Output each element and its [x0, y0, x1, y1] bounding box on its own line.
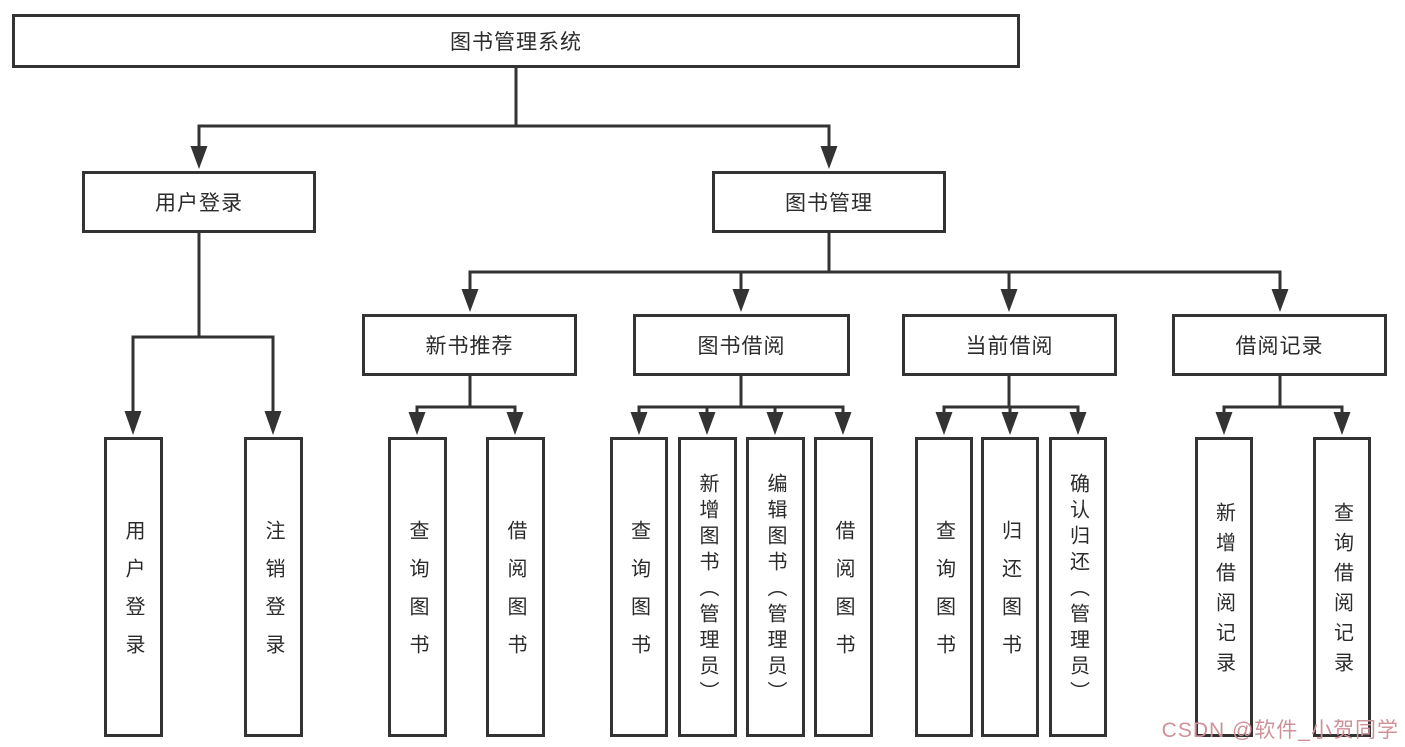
node-current-borrowing-label: 当前借阅 [965, 335, 1054, 358]
leaf-nbr-query-books: 查询图书 [388, 437, 447, 737]
connector-newbookrec-to-leaves [408, 376, 524, 435]
node-book-borrowing-label: 图书借阅 [697, 335, 786, 358]
leaf-nbr-borrow-books: 借阅图书 [486, 437, 545, 737]
node-borrowing-records: 借阅记录 [1172, 314, 1387, 376]
leaf-cb-return-books-label: 归还图书 [998, 520, 1021, 672]
leaf-cb-query-books: 查询图书 [915, 437, 973, 737]
leaf-bb-add-books-admin-label: 新增图书（管理员） [696, 473, 718, 707]
leaf-logout-label: 注销登录 [262, 520, 284, 672]
connector-bookmgmt-to-level2 [461, 233, 1289, 312]
node-user-login-group-label: 用户登录 [155, 192, 243, 215]
leaf-cb-confirm-return-admin: 确认归还（管理员） [1049, 437, 1107, 737]
leaf-cb-return-books: 归还图书 [981, 437, 1039, 737]
node-book-management-group: 图书管理 [712, 171, 946, 233]
node-new-book-recommendation: 新书推荐 [362, 314, 577, 376]
node-root-system: 图书管理系统 [12, 14, 1020, 68]
node-borrowing-records-label: 借阅记录 [1235, 335, 1324, 358]
leaf-br-query-record-label: 查询借阅记录 [1330, 502, 1353, 682]
connector-bookborrow-to-leaves [630, 376, 852, 435]
leaf-bb-add-books-admin: 新增图书（管理员） [678, 437, 737, 737]
leaf-bb-borrow-books-label: 借阅图书 [832, 520, 854, 672]
leaf-nbr-borrow-books-label: 借阅图书 [504, 520, 526, 672]
connector-userlogin-to-leaves [124, 233, 282, 435]
leaf-user-login: 用户登录 [104, 437, 163, 737]
node-book-borrowing: 图书借阅 [633, 314, 850, 376]
connector-currentborrow-to-leaves [935, 376, 1087, 435]
leaf-br-add-record: 新增借阅记录 [1195, 437, 1253, 737]
node-current-borrowing: 当前借阅 [902, 314, 1117, 376]
leaf-logout: 注销登录 [244, 437, 303, 737]
node-book-management-group-label: 图书管理 [785, 192, 873, 215]
leaf-br-query-record: 查询借阅记录 [1313, 437, 1371, 737]
connector-root-to-level1 [190, 68, 838, 169]
node-root-system-label: 图书管理系统 [450, 31, 582, 54]
leaf-bb-query-books: 查询图书 [610, 437, 668, 737]
leaf-br-add-record-label: 新增借阅记录 [1212, 502, 1235, 682]
leaf-cb-confirm-return-admin-label: 确认归还（管理员） [1066, 473, 1089, 707]
leaf-bb-borrow-books: 借阅图书 [814, 437, 873, 737]
leaf-bb-edit-books-admin-label: 编辑图书（管理员） [764, 473, 786, 707]
node-new-book-recommendation-label: 新书推荐 [425, 335, 514, 358]
leaf-user-login-label: 用户登录 [122, 520, 144, 672]
leaf-cb-query-books-label: 查询图书 [932, 520, 955, 672]
leaf-nbr-query-books-label: 查询图书 [406, 520, 428, 672]
leaf-bb-edit-books-admin: 编辑图书（管理员） [746, 437, 805, 737]
leaf-bb-query-books-label: 查询图书 [627, 520, 650, 672]
connector-borrowrecords-to-leaves [1215, 376, 1351, 435]
node-user-login-group: 用户登录 [82, 171, 316, 233]
